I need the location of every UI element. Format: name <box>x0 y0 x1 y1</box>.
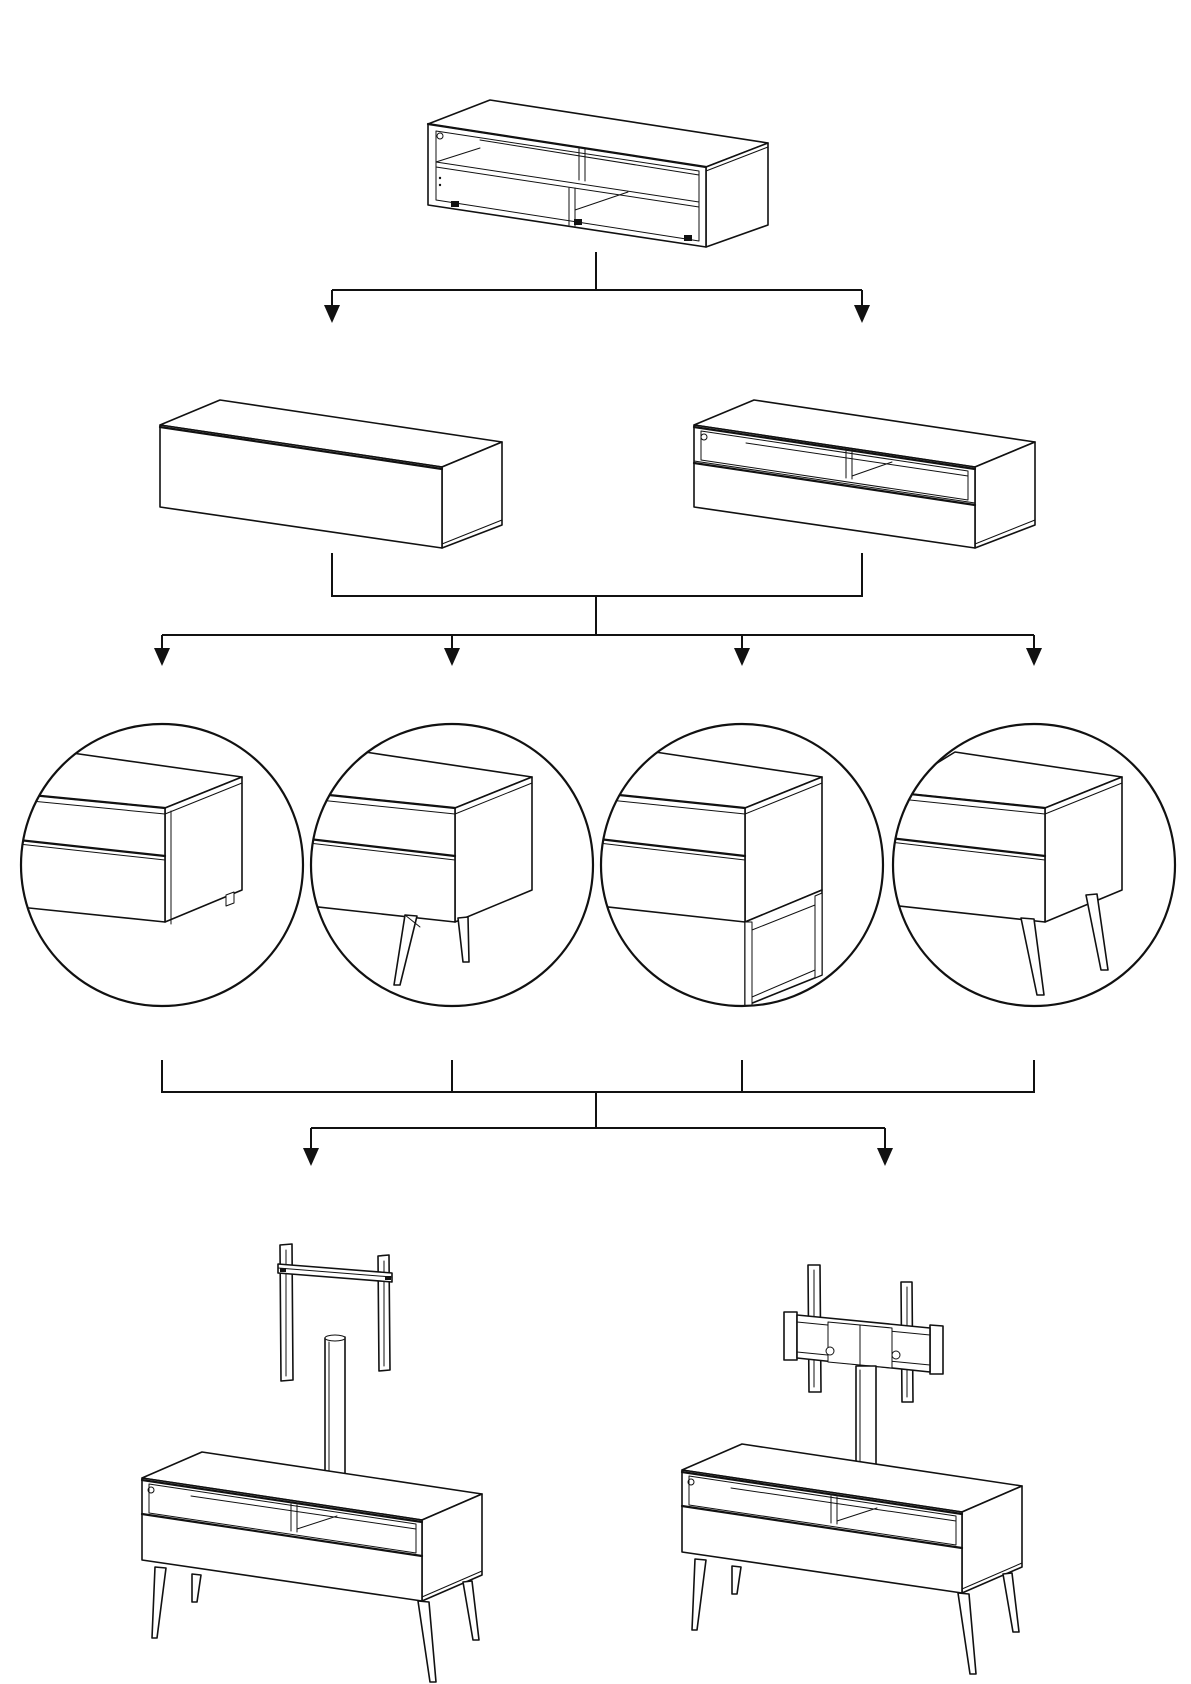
base-option-frame-base <box>590 724 883 1006</box>
flow-connector-1 <box>324 252 870 323</box>
tv-stand-swivel-bracket <box>682 1265 1022 1674</box>
cabinet-closed-front <box>160 400 502 548</box>
base-option-angled-metal-legs <box>300 724 593 1006</box>
flow-connector-3 <box>162 1060 1034 1166</box>
cabinet-drawer-front <box>694 400 1035 548</box>
base-option-tapered-legs <box>890 724 1175 1006</box>
tv-stand-flat-bracket <box>142 1244 482 1682</box>
cabinet-open-shelves <box>428 100 768 247</box>
base-option-plinth-feet <box>0 724 303 1006</box>
flow-connector-2 <box>154 553 1042 666</box>
